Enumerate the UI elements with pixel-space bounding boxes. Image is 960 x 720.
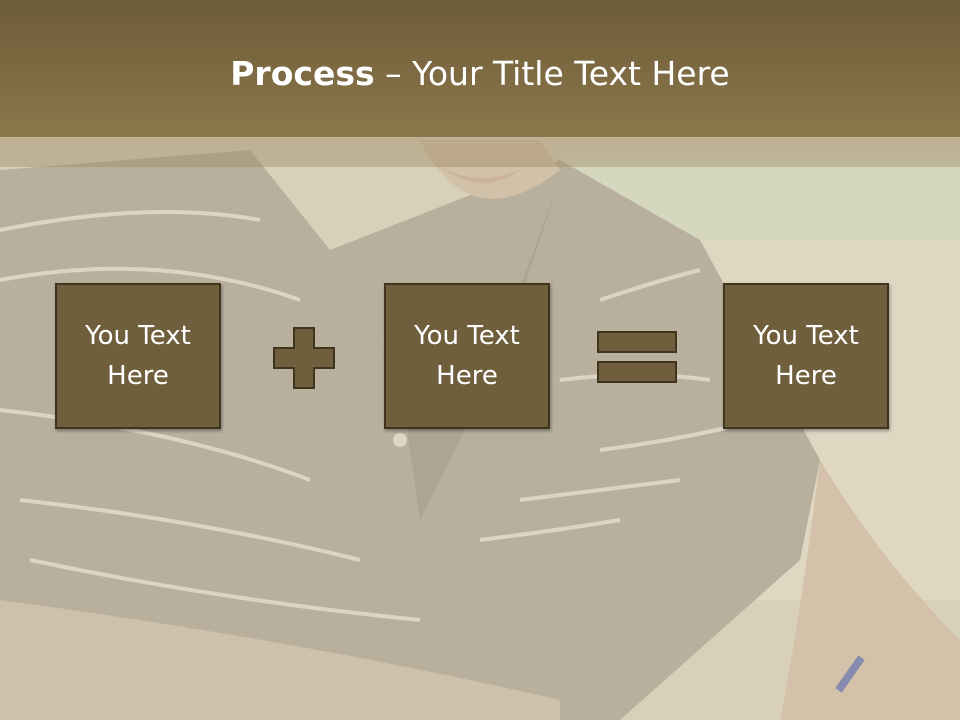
process-box-2[interactable]: You Text Here bbox=[384, 283, 550, 429]
title-bold: Process bbox=[230, 54, 375, 93]
equals-icon bbox=[597, 331, 677, 383]
title-bar bbox=[0, 0, 960, 137]
title-rest: – Your Title Text Here bbox=[374, 54, 730, 93]
process-box-1[interactable]: You Text Here bbox=[55, 283, 221, 429]
process-box-1-label: You Text Here bbox=[85, 321, 191, 391]
slide-title: Process – Your Title Text Here bbox=[0, 52, 960, 96]
plus-icon bbox=[273, 327, 335, 389]
title-band bbox=[0, 137, 960, 167]
process-box-2-label: You Text Here bbox=[414, 321, 520, 391]
process-box-3-label: You Text Here bbox=[753, 321, 859, 391]
process-box-3[interactable]: You Text Here bbox=[723, 283, 889, 429]
